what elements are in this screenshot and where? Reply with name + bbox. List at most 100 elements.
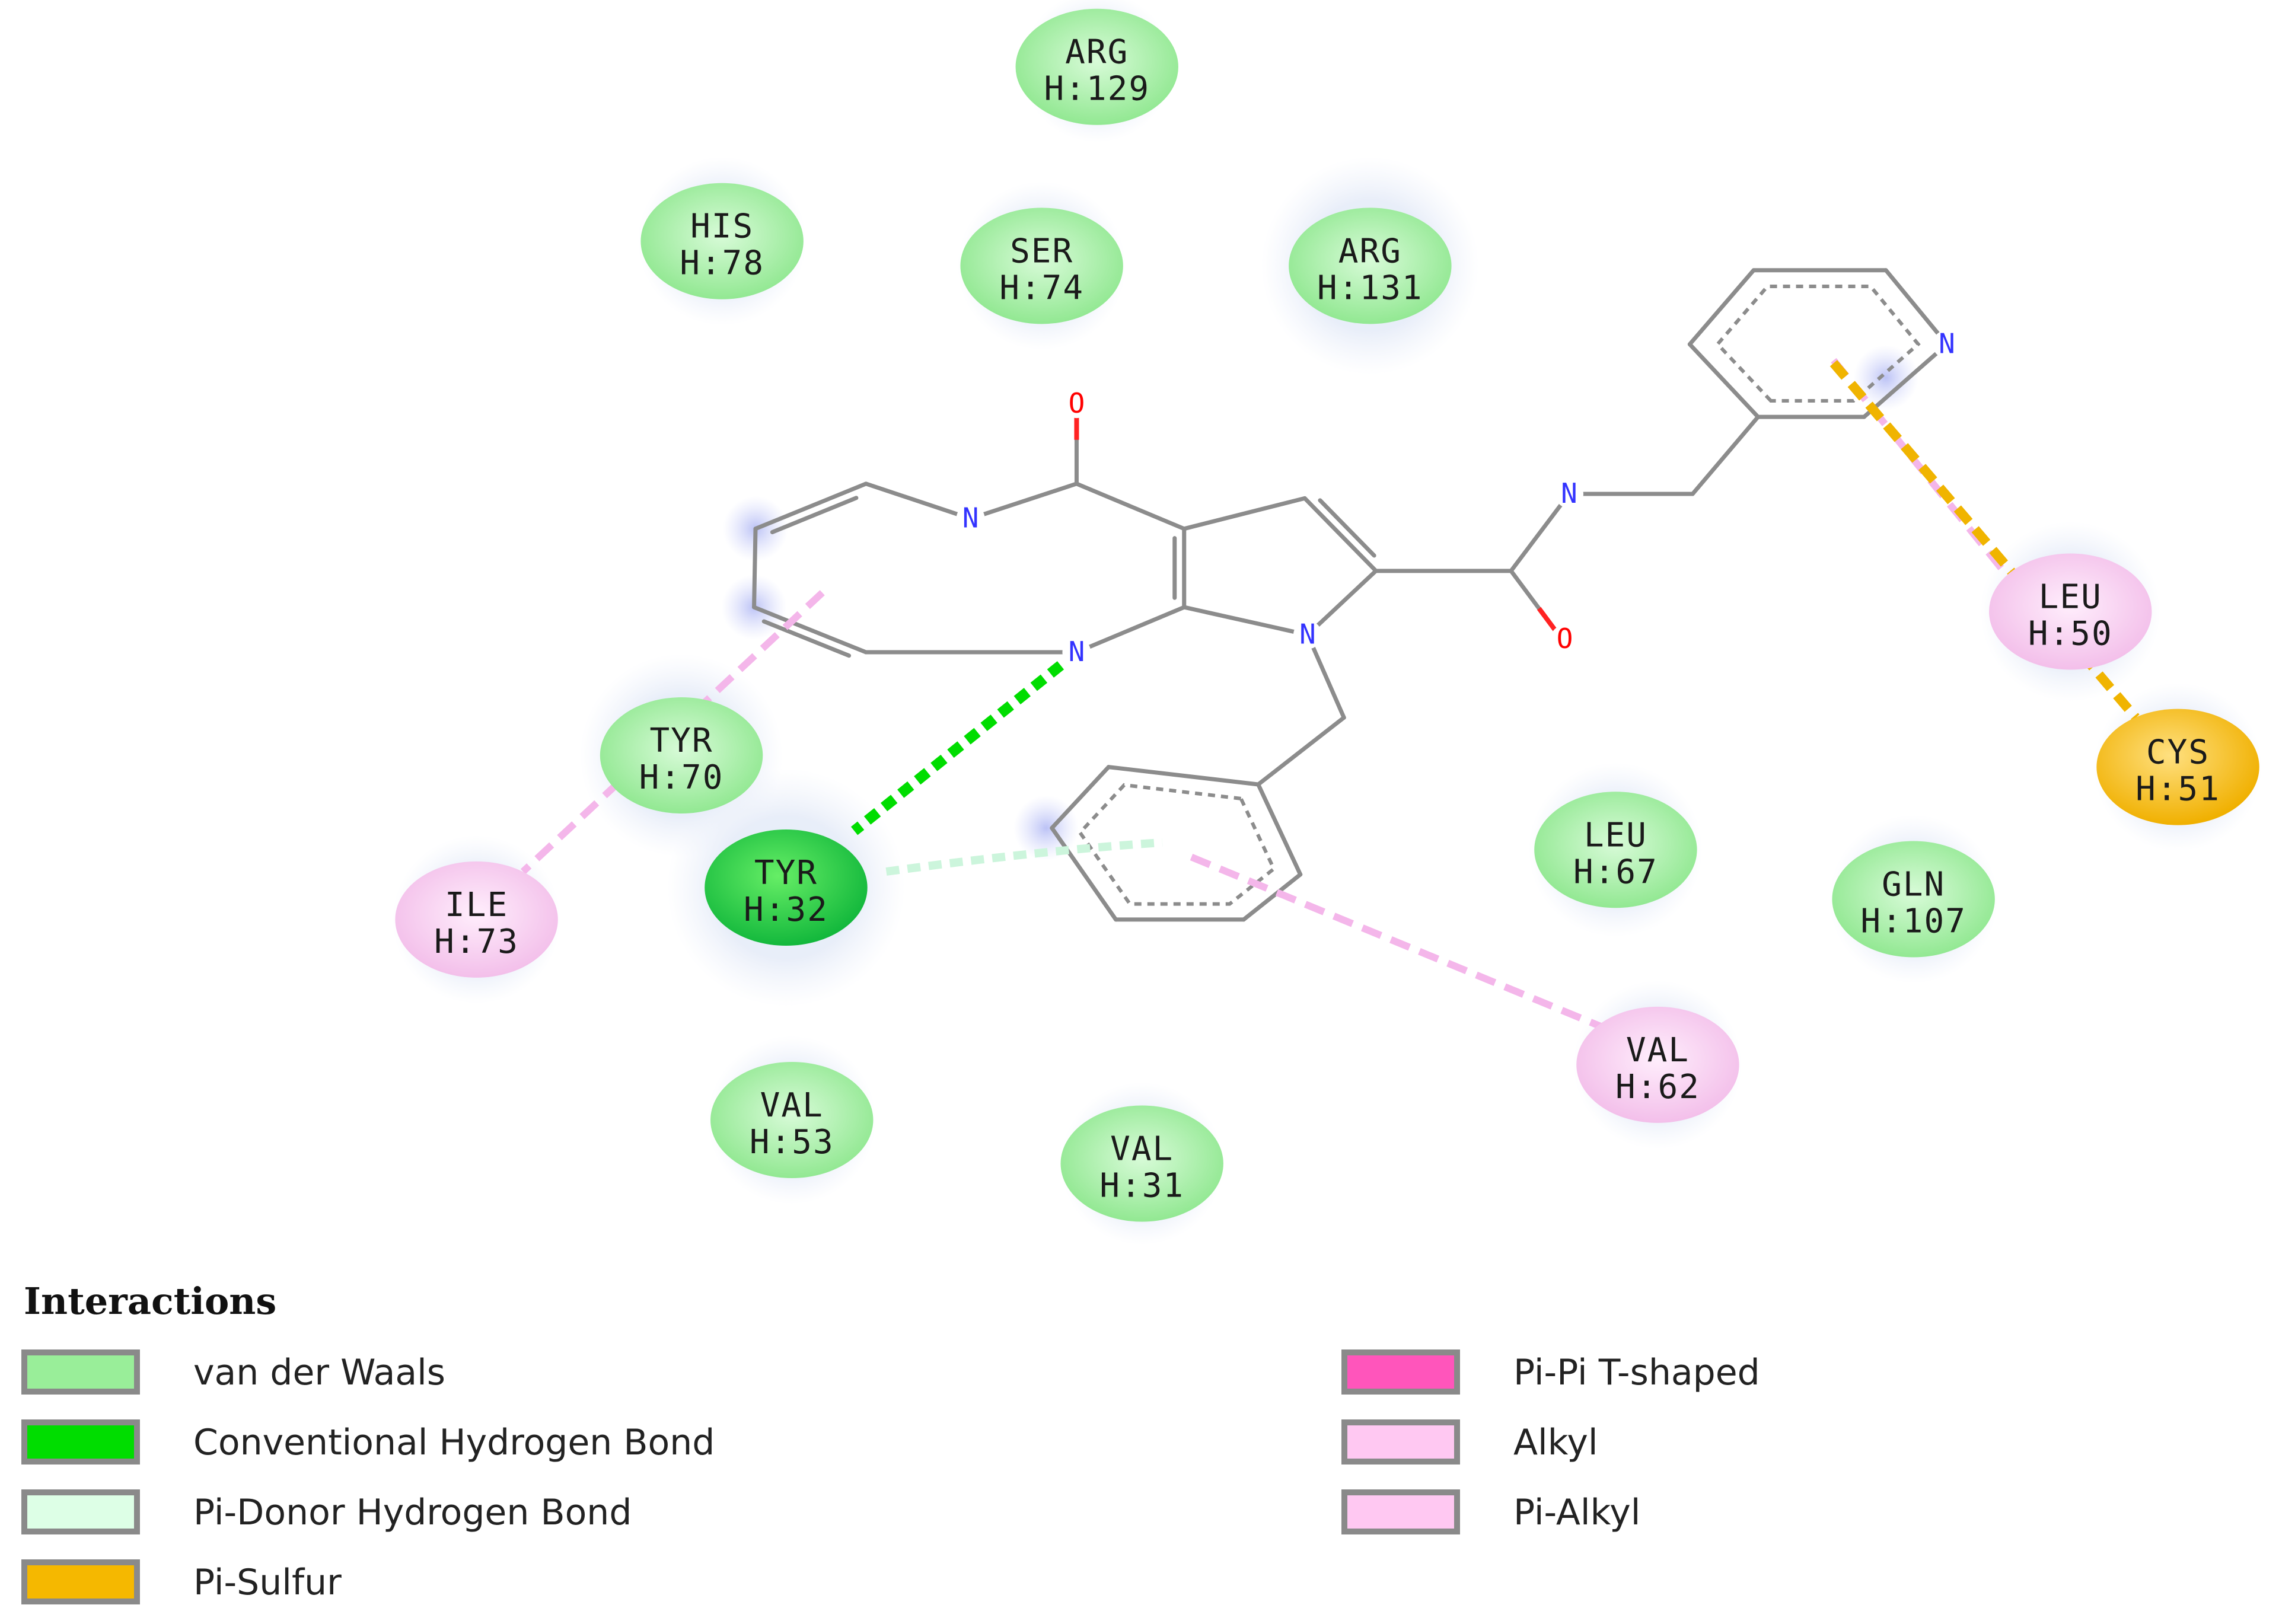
atom-label-n-bridge: N [962, 502, 979, 534]
residue-halos [392, 0, 2262, 1245]
bond-pyridine [1687, 342, 1760, 419]
bond-pyrimidine [1074, 605, 1187, 655]
residue-chain-id: H:73 [434, 923, 519, 961]
bond-pyrido [863, 481, 973, 521]
bond-benzyl [1305, 633, 1346, 720]
legend-swatch [21, 1489, 140, 1534]
atom-label-backdrop [956, 504, 985, 533]
atom-label-o-amide: O [1557, 623, 1573, 655]
residue-name: HIS [690, 208, 754, 246]
residue-chain-id: H:50 [2028, 614, 2113, 653]
atom-label-backdrop [1555, 480, 1583, 508]
interactions-legend: Interactions van der Waals Conventional … [0, 1275, 2279, 1624]
residue-disc [395, 861, 558, 978]
legend-label: Conventional Hydrogen Bond [193, 1422, 715, 1463]
residue-chain-id: H:70 [639, 758, 724, 797]
residue-disc [710, 1061, 874, 1178]
bond-methylene [1690, 414, 1760, 496]
ligand-bonds [721, 268, 1949, 922]
residue-chain-id: H:129 [1044, 70, 1150, 109]
atom-label-n-pyrrole: N [1299, 618, 1316, 650]
residue-chain-id: H:31 [1099, 1166, 1184, 1205]
bond-amide [1509, 492, 1572, 573]
residue-name: ILE [445, 886, 508, 924]
atom-label-backdrop [1933, 330, 1961, 359]
residue-disc [1832, 841, 1995, 958]
legend-label: Pi-Sulfur [193, 1562, 342, 1603]
bond-pyrido [752, 605, 868, 655]
atom-label-backdrop [1062, 390, 1091, 419]
residue-chain-id: H:78 [680, 244, 764, 283]
bond-pyrido [752, 527, 758, 610]
bond-pyrimidine [968, 481, 1079, 521]
residue-name: TYR [649, 722, 713, 760]
pi-donor-line [885, 838, 1163, 876]
atom-label-backdrop [1550, 625, 1579, 653]
bond-phenyl [1256, 782, 1303, 877]
bond-pyrrole [1305, 569, 1378, 637]
phenyl-aromatic-ring [1078, 783, 1276, 906]
double-bond-pyrido [761, 619, 852, 658]
residue-chain-id: H:131 [1317, 269, 1423, 307]
legend-swatch [1341, 1349, 1460, 1395]
atom-label-backdrop [1293, 620, 1322, 649]
bond-phenyl [1106, 765, 1261, 787]
pi-alkyl-line-val62 [1190, 853, 1614, 1035]
residue-disc [960, 208, 1123, 324]
legend-label: Alkyl [1513, 1422, 1598, 1463]
bond-pyrrole [1302, 496, 1378, 573]
legend-label: Pi-Donor Hydrogen Bond [193, 1492, 632, 1533]
residue-name: GLN [1882, 866, 1945, 904]
residue-chain-id: H:107 [1860, 902, 1966, 941]
residue-name: VAL [760, 1086, 824, 1125]
bond-pyrrole [1182, 605, 1310, 637]
residue-chain-id: H:67 [1573, 853, 1658, 891]
legend-swatch [21, 1419, 140, 1465]
double-bond-pyrrole [1318, 498, 1376, 558]
bond-pyrrole [1182, 496, 1307, 531]
atom-label-n-pyrimidine: N [1069, 636, 1085, 668]
atom-label-n-pyridine: N [1939, 328, 1955, 360]
residue-chain-id: H:51 [2135, 770, 2220, 809]
bond-pyridine [1883, 268, 1949, 347]
residue-name: CYS [2146, 733, 2210, 772]
legend-title: Interactions [24, 1280, 277, 1323]
legend-swatch [21, 1349, 140, 1395]
legend-label: Pi-Pi T-shaped [1513, 1352, 1760, 1393]
residue-disc [600, 697, 763, 813]
legend-label: van der Waals [193, 1352, 446, 1393]
pyridine-aromatic-ring [1715, 285, 1921, 403]
atom-label-backdrop [1062, 638, 1091, 667]
residue-disc [640, 183, 804, 299]
residue-disc [1015, 8, 1178, 125]
residue-name: ARG [1338, 232, 1402, 270]
double-bond-pyrido [770, 496, 859, 535]
residue-chain-id: H:32 [744, 891, 828, 929]
residue-disc [1534, 792, 1697, 908]
legend-label: Pi-Alkyl [1513, 1492, 1641, 1533]
bond-pyridine [1862, 342, 1949, 419]
residue-name: VAL [1110, 1130, 1174, 1168]
residue-name: ARG [1065, 33, 1129, 72]
bond-benzyl [1256, 715, 1346, 787]
bond-phenyl [1241, 872, 1303, 922]
residue-name: LEU [2039, 578, 2102, 616]
residue-disc [1989, 553, 2152, 670]
residue-chain-id: H:74 [999, 269, 1084, 307]
residue-chain-id: H:53 [750, 1123, 834, 1162]
residue-name: SER [1010, 232, 1073, 270]
